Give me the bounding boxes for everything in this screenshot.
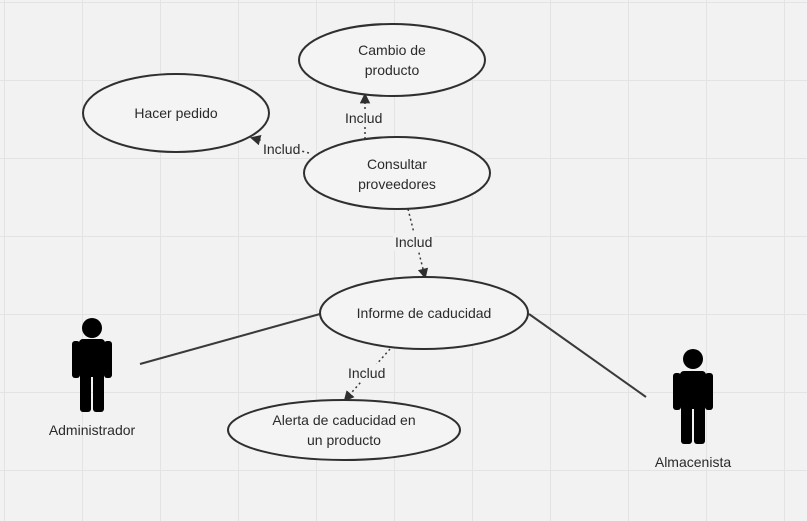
use-case-alerta-de-caducidad[interactable] bbox=[227, 399, 461, 461]
use-case-label-hacer-pedido: Hacer pedido bbox=[134, 105, 218, 121]
use-case-label-consultar: Consultar proveedores bbox=[358, 156, 436, 192]
include-label-alerta: Includ bbox=[346, 364, 388, 382]
use-case-label-cambio: Cambio de producto bbox=[358, 42, 426, 78]
use-case-informe-de-caducidad[interactable] bbox=[319, 276, 529, 350]
association-almacenista-informe[interactable] bbox=[528, 313, 647, 398]
actor-label-administrador: Administrador bbox=[48, 422, 136, 438]
include-label-cambio: Includ bbox=[343, 109, 385, 127]
include-arrow-alerta[interactable] bbox=[343, 348, 391, 402]
include-label-hacer-pedido: Includ bbox=[261, 140, 303, 158]
association-administrador-informe[interactable] bbox=[139, 313, 321, 365]
use-case-hacer-pedido[interactable] bbox=[82, 73, 270, 153]
actor-almacenista-icon[interactable] bbox=[673, 349, 713, 444]
use-case-consultar-proveedores[interactable] bbox=[303, 136, 491, 210]
include-label-informe: Includ bbox=[393, 233, 435, 251]
actor-administrador-icon[interactable] bbox=[72, 318, 112, 412]
use-case-cambio-de-producto[interactable] bbox=[298, 23, 486, 97]
use-case-label-informe: Informe de caducidad bbox=[356, 305, 492, 321]
use-case-label-alerta: Alerta de caducidad en un producto bbox=[272, 412, 416, 448]
actor-label-almacenista: Almacenista bbox=[654, 454, 732, 470]
